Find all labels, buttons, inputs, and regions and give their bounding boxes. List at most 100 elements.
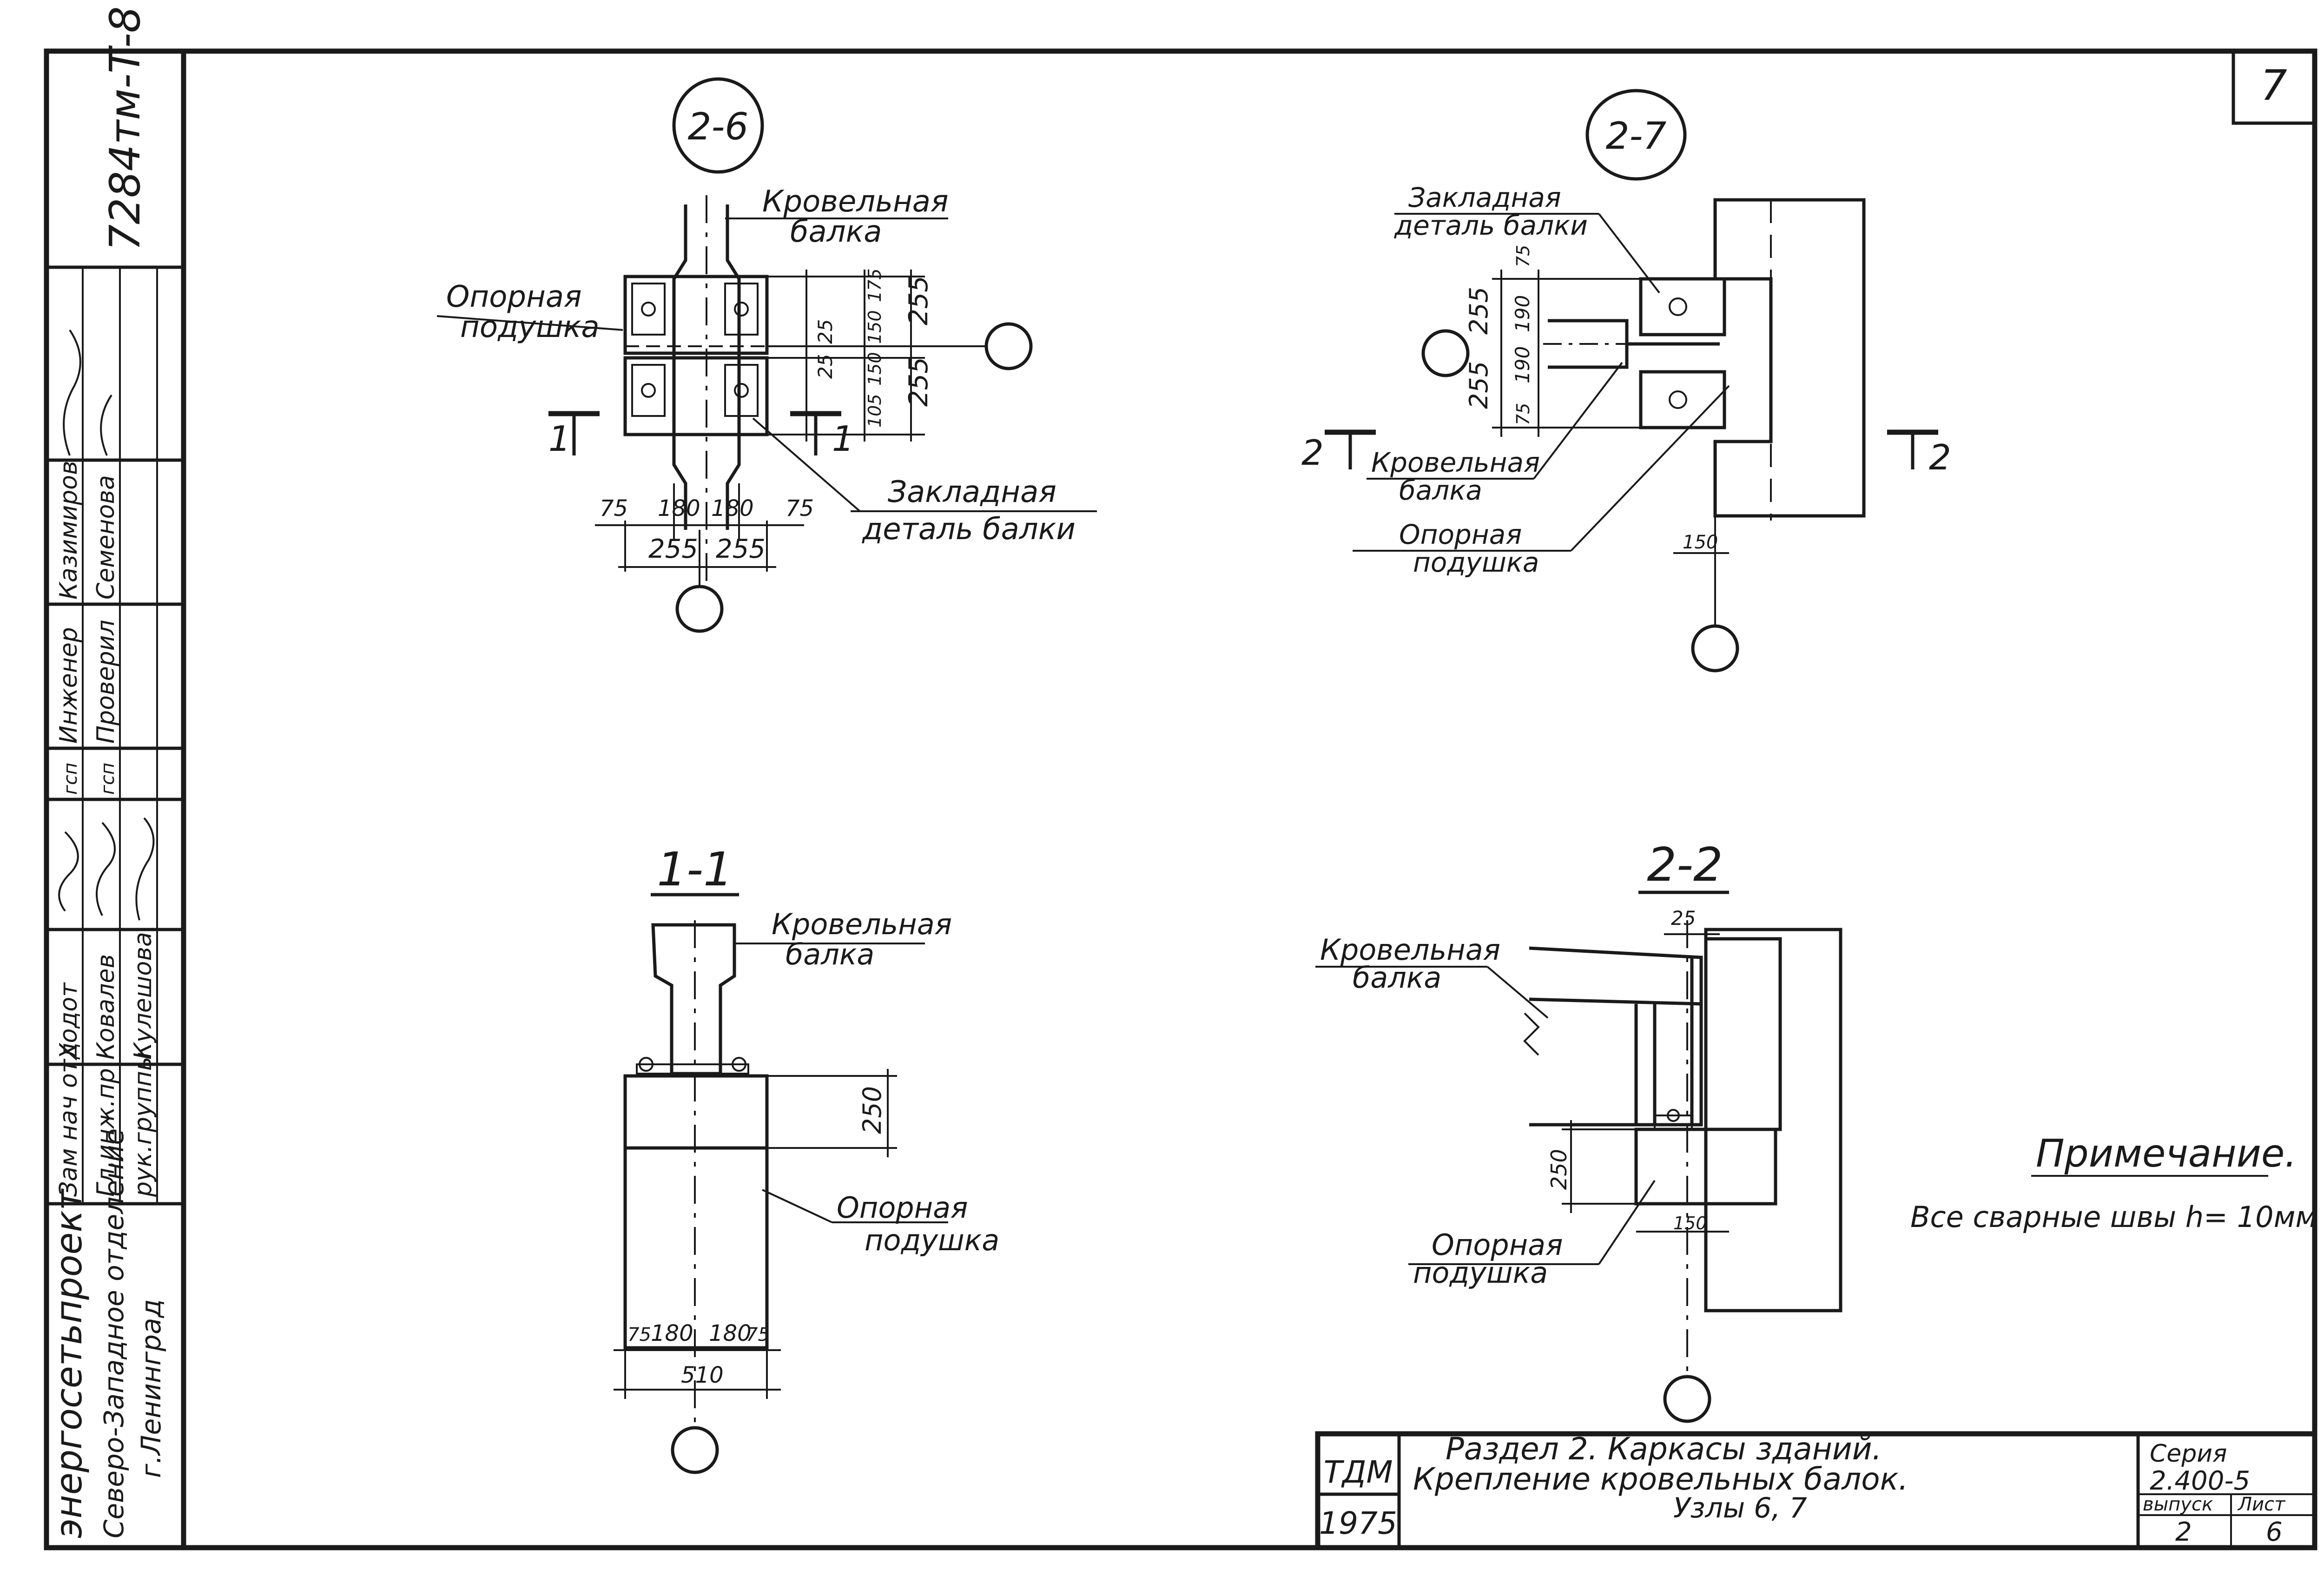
dim-bottom-75-left: 75 — [627, 1324, 651, 1345]
reference-circle — [1691, 624, 1739, 673]
dim-right-25b: 25 — [814, 354, 837, 379]
dim-right-25a: 25 — [814, 319, 837, 344]
sheet-label: Лист — [2237, 1494, 2286, 1515]
title-block: ТДМ 1975 Раздел 2. Каркасы зданий. Крепл… — [1315, 1431, 2317, 1550]
note: Примечание. Все сварные швы h= 10мм — [1910, 1132, 2317, 1234]
title-line-1: Раздел 2. Каркасы зданий. — [1446, 1431, 1882, 1467]
label-embed-line1: Закладная — [888, 475, 1056, 509]
label-pad-line1: Опорная — [1399, 519, 1522, 550]
dim-bottom-150: 150 — [1683, 532, 1718, 553]
reference-circle — [984, 322, 1033, 370]
label-pad-line1: Опорная — [837, 1191, 968, 1225]
dim-right-150a: 150 — [865, 310, 885, 344]
title-line-2: Крепление кровельных балок. — [1413, 1461, 1908, 1497]
dim-left-75-top: 75 — [1513, 245, 1533, 267]
signature-scribble — [58, 817, 155, 921]
label-roof-beam-line1: Кровельная — [772, 907, 952, 941]
stamp-code-2: гсп — [97, 763, 119, 795]
section-2-2: 2-2 Кровельная балка Опорная подушка 25 … — [1315, 838, 1842, 1423]
label-pad-line2: подушка — [1413, 1256, 1548, 1290]
callout-label: 2-6 — [688, 105, 749, 148]
dim-right-255-top: 255 — [904, 276, 934, 325]
section-title: 2-2 — [1647, 838, 1723, 892]
note-text: Все сварные швы h= 10мм — [1910, 1200, 2317, 1234]
detail-2-6: 2-6 1 1 Кровельная балка Опорная поду — [436, 77, 1097, 633]
title-year: 1975 — [1319, 1505, 1397, 1541]
label-embed-line2: деталь балки — [862, 512, 1076, 547]
stamp-org-city: г.Ленинград — [135, 1299, 167, 1478]
note-heading: Примечание. — [2036, 1132, 2297, 1176]
stamp-role-2: Гл.инж.пр — [92, 1068, 120, 1197]
dim-total-510: 510 — [681, 1362, 724, 1388]
reference-circle — [675, 585, 724, 633]
stamp-role-b-2: Проверил — [92, 620, 120, 744]
drawing-code: 7284тм-Т-8 — [101, 6, 150, 251]
signature-scribble — [63, 329, 112, 456]
dim-bottom-255-left: 255 — [648, 534, 698, 564]
label-pad-line2: подушка — [1413, 547, 1539, 578]
sheet-value: 6 — [2266, 1517, 2283, 1547]
label-embed-line2: деталь балки — [1394, 210, 1588, 241]
label-roof-beam-line1: Кровельная — [1371, 447, 1540, 478]
issue-value: 2 — [2175, 1517, 2192, 1547]
dim-bottom-75-right: 75 — [786, 495, 814, 521]
dim-bottom-180-left: 180 — [658, 495, 700, 521]
callout-circle — [1585, 89, 1687, 181]
stamp-name-3: Кулешова — [129, 932, 157, 1060]
dim-height-250: 250 — [858, 1086, 887, 1134]
page-number-box — [2232, 49, 2317, 125]
dim-right-255-bottom: 255 — [904, 357, 934, 407]
dim-bottom-75-right: 75 — [746, 1324, 770, 1345]
section-title: 1-1 — [657, 842, 733, 897]
issue-label: выпуск — [2143, 1494, 2213, 1515]
title-org-code: ТДМ — [1324, 1454, 1393, 1490]
stamp-role-1: Зам нач отд — [55, 1042, 83, 1197]
dim-top-25: 25 — [1671, 907, 1696, 930]
section-mark-right: 2 — [1929, 437, 1951, 478]
dim-bottom-180-right: 180 — [711, 495, 754, 521]
dim-right-105: 105 — [865, 394, 885, 428]
dim-left-255-bottom: 255 — [1464, 361, 1493, 409]
label-pad-line2: подушка — [865, 1223, 999, 1257]
label-embed-line1: Закладная — [1408, 182, 1561, 213]
stamp-name-2: Ковалев — [92, 954, 120, 1060]
label-roof-beam-line1: Кровельная — [1320, 933, 1500, 967]
stamp-org-branch: Северо-Западное отделение — [98, 1128, 130, 1538]
series-label: Серия — [2150, 1440, 2227, 1468]
reference-circle — [671, 1426, 719, 1474]
stamp-role-3: рук.группы — [129, 1052, 157, 1197]
section-mark-left: 2 — [1301, 432, 1324, 473]
dim-left-75-bottom: 75 — [1513, 403, 1533, 425]
reference-circle — [1663, 1375, 1711, 1423]
section-mark-left: 1 — [548, 418, 571, 459]
label-roof-beam-line2: балка — [1353, 961, 1441, 995]
series-value: 2.400-5 — [2150, 1466, 2250, 1496]
side-stamp: 7284тм-Т-8 Зам нач отд Гл.инж.пр рук.гру… — [46, 6, 184, 1538]
dim-left-190-top: 190 — [1511, 295, 1534, 332]
stamp-name-b-2: Семенова — [92, 475, 120, 600]
stamp-org-name: энергосетьпроект — [48, 1188, 90, 1538]
dim-right-150b: 150 — [865, 352, 885, 386]
reference-circle — [1421, 329, 1470, 377]
dim-width-150: 150 — [1673, 1213, 1707, 1233]
label-roof-beam-line2: балка — [790, 215, 882, 249]
stamp-name-1: Ходот — [55, 982, 83, 1061]
page-number: 7 — [2260, 61, 2287, 110]
label-roof-beam-line1: Кровельная — [762, 185, 949, 219]
label-pad-line1: Опорная — [446, 280, 582, 314]
stamp-code-1: гсп — [60, 763, 81, 795]
detail-2-7: 2-7 2 2 Закладная деталь балки Кровельна… — [1301, 89, 1951, 673]
callout-label: 2-7 — [1606, 114, 1667, 158]
stamp-name-b-1: Казимиров — [55, 461, 83, 600]
callout-circle — [672, 77, 764, 174]
dim-bottom-75-left: 75 — [600, 495, 628, 521]
sheet-frame — [44, 48, 2317, 1550]
label-pad-line1: Опорная — [1432, 1228, 1563, 1262]
dim-left-255-top: 255 — [1464, 287, 1493, 335]
label-roof-beam-line2: балка — [786, 937, 874, 971]
dim-bottom-180-left: 180 — [651, 1320, 693, 1346]
dim-height-250: 250 — [1546, 1149, 1571, 1190]
dim-bottom-255-right: 255 — [716, 534, 766, 564]
section-1-1: 1-1 Кровельная балка Опорная подушка 250… — [614, 842, 999, 1474]
